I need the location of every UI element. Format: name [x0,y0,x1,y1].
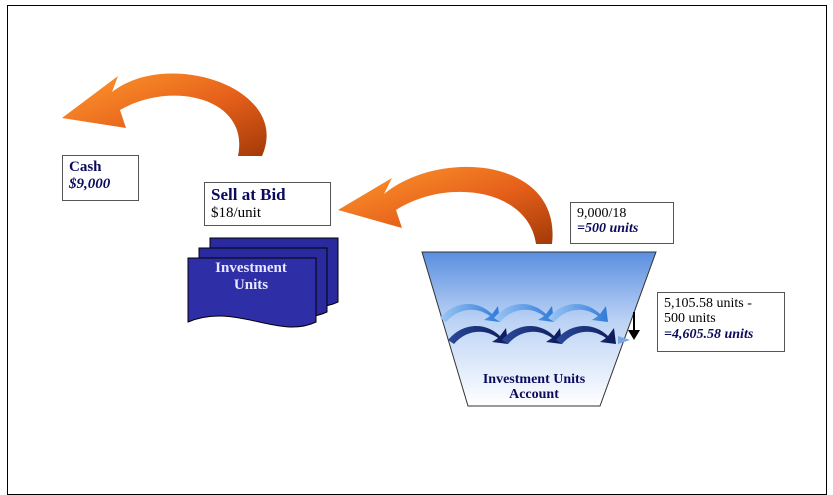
down-arrow-icon [628,312,640,340]
investment-units-label: Investment Units [196,260,306,293]
calc1-line1: 9,000/18 [577,206,627,221]
swirl-arrows-dark [448,325,630,344]
investment-units-line1: Investment [215,260,287,276]
calc2-line2: 500 units [664,311,716,327]
account-line2: Account [509,387,559,403]
cash-amount: $9,000 [69,175,111,192]
calc2-line1: 5,105.58 units - [664,296,752,311]
curved-arrow-to-sell [338,166,553,244]
calc-4605-units-box: 5,105.58 units - 500 units =4,605.58 uni… [657,292,785,352]
calc1-line2: =500 units [577,221,639,237]
swirl-arrows-light [440,303,608,322]
sell-title: Sell at Bid [211,185,286,204]
sell-at-bid-box: Sell at Bid $18/unit [204,182,331,226]
investment-units-document-stack [187,237,339,328]
calc2-line3: =4,605.58 units [664,326,754,342]
calc-500-units-box: 9,000/18 =500 units [570,202,674,244]
curved-arrow-to-cash [62,73,267,156]
sell-price: $18/unit [211,204,262,221]
cash-box: Cash $9,000 [62,155,139,201]
cash-title: Cash [69,159,102,175]
investment-units-account-label: Investment Units Account [458,372,610,403]
investment-units-line2: Units [233,276,269,293]
account-line1: Investment Units [482,372,586,387]
